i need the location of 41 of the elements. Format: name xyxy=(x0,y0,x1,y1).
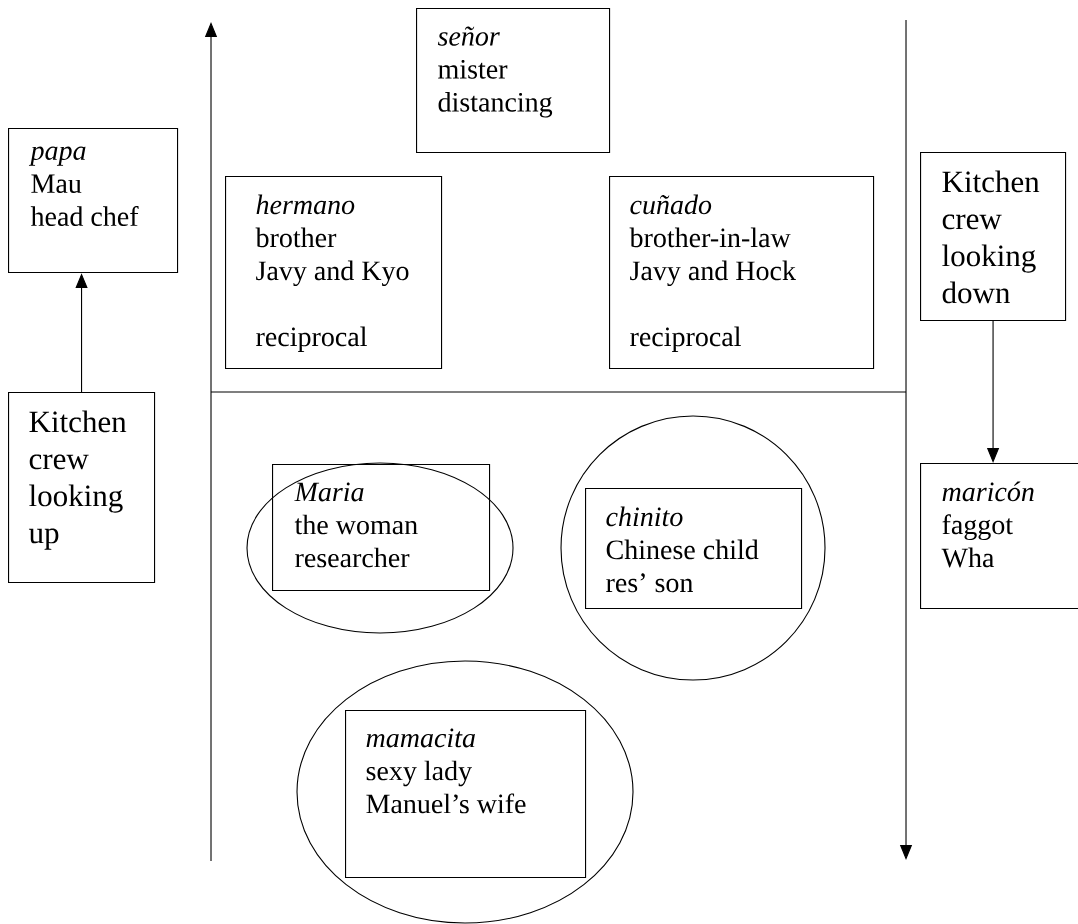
gloss: Mau xyxy=(31,174,82,193)
gloss: Chinese child xyxy=(606,539,759,560)
gloss: mister xyxy=(438,59,508,79)
perspective-box xyxy=(920,152,1067,322)
gloss: the woman xyxy=(294,514,418,535)
term: maricón xyxy=(942,481,1034,502)
term: cuñado xyxy=(630,194,712,215)
gloss: Kitchen crew looking up xyxy=(28,410,127,550)
ellipse xyxy=(296,660,634,924)
term: Maria xyxy=(294,482,364,502)
term-box xyxy=(609,176,875,370)
term-box xyxy=(345,710,587,879)
term-box xyxy=(8,128,179,274)
gloss: head chef xyxy=(30,206,139,226)
gloss: Javy and Kyo xyxy=(256,260,409,286)
ellipse xyxy=(560,415,826,681)
term-box xyxy=(585,488,803,610)
gloss: Javy and Hock xyxy=(630,260,796,286)
ellipse xyxy=(246,462,514,634)
perspective-box xyxy=(8,392,156,584)
gloss: faggot xyxy=(942,514,1013,541)
term-box xyxy=(225,176,443,370)
gloss: sexy lady xyxy=(366,760,472,787)
term: señor xyxy=(437,26,500,46)
term-box xyxy=(272,464,491,592)
gloss: brother xyxy=(255,227,337,248)
term: hermano xyxy=(256,194,355,215)
term: papa xyxy=(28,146,86,166)
gloss: Wha xyxy=(941,547,995,568)
term: mamacita xyxy=(366,728,475,748)
term: chinito xyxy=(606,506,683,527)
gloss: res’ son xyxy=(606,573,693,593)
term-box xyxy=(920,463,1078,610)
gloss: reciprocal xyxy=(630,326,741,352)
gloss: Manuel’s wife xyxy=(366,793,526,814)
gloss: researcher xyxy=(295,547,410,568)
gloss: distancing xyxy=(438,92,553,118)
gloss: reciprocal xyxy=(256,326,367,352)
gloss: Kitchen crew looking down xyxy=(942,170,1040,304)
gloss: brother-in-law xyxy=(629,227,791,248)
term-box xyxy=(416,8,611,154)
